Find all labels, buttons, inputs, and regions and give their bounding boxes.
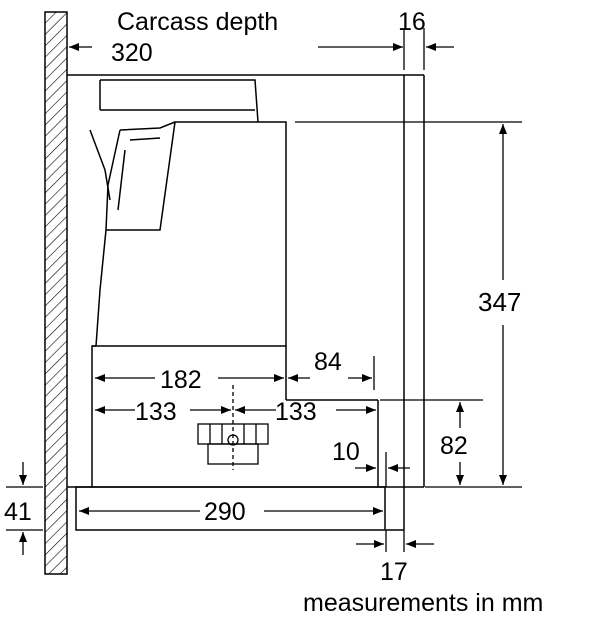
height-41-label: 41 [4, 498, 32, 526]
fan-connector-icon [197, 385, 269, 470]
width-84-label: 84 [314, 348, 342, 376]
carcass-outline [67, 74, 425, 531]
bottom-panel [75, 486, 386, 531]
units-note: measurements in mm [303, 589, 543, 617]
offset-right-133-label: 133 [275, 398, 317, 426]
gap-10-label: 10 [332, 438, 360, 466]
carcass-depth-value: 320 [111, 39, 153, 67]
dimension-lines [6, 28, 522, 555]
height-82-label: 82 [440, 432, 468, 460]
wall-hatch [44, 11, 68, 575]
panel-thickness-label: 16 [398, 8, 426, 36]
height-total-label: 347 [478, 287, 521, 317]
width-290-label: 290 [204, 498, 246, 526]
width-182-label: 182 [160, 366, 202, 394]
offset-left-133-label: 133 [135, 398, 177, 426]
carcass-depth-title: Carcass depth [117, 8, 278, 36]
offset-17-label: 17 [380, 558, 408, 586]
appliance-body [89, 79, 379, 487]
